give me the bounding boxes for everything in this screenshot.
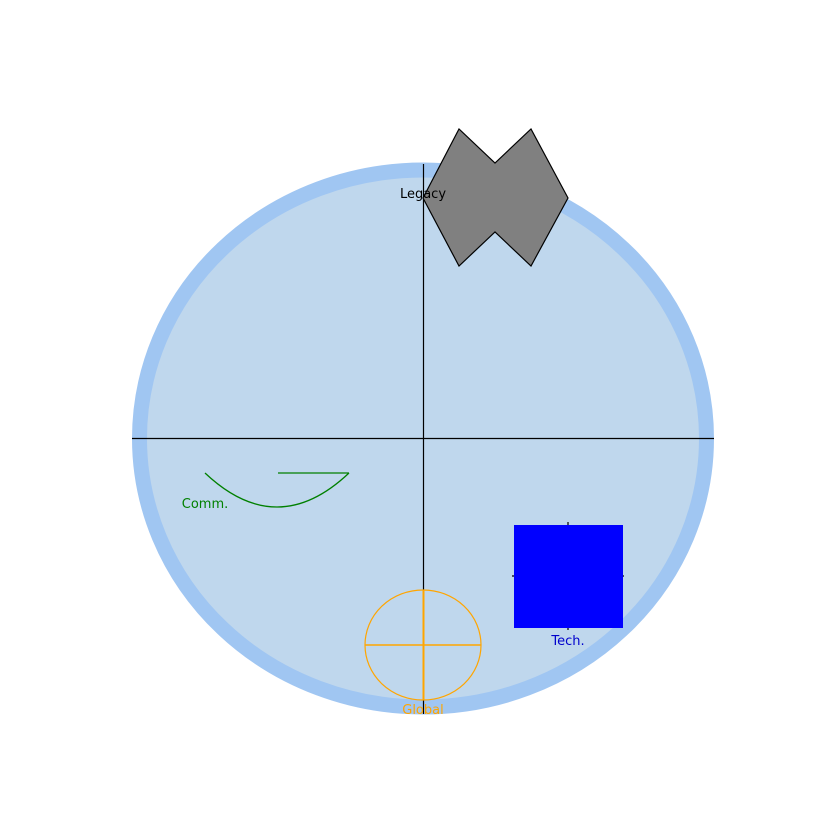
comm-label: Comm. [182, 497, 229, 512]
comm-curve [204, 472, 350, 508]
global-label: Global [402, 703, 443, 718]
legacy-label: Legacy [400, 187, 446, 202]
legacy-shape [422, 128, 569, 267]
tech-label: Tech. [550, 634, 584, 649]
tech-square [514, 525, 623, 628]
